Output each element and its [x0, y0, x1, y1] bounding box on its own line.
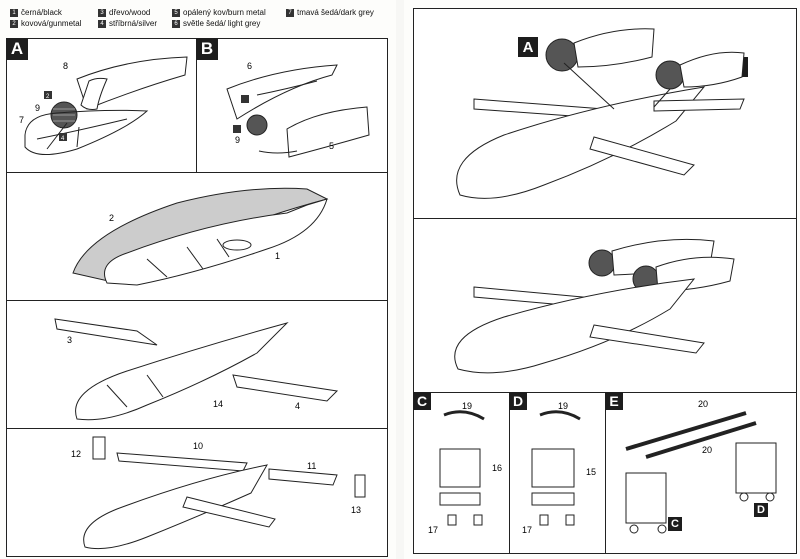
step-c-label: C — [413, 392, 431, 410]
callout-5: 5 — [329, 141, 334, 151]
svg-text:4: 4 — [61, 136, 65, 142]
callout-14: 14 — [213, 399, 223, 409]
step-b-drawing: 6 9 5 — [226, 61, 370, 158]
final-assembly-drawing — [456, 28, 745, 199]
callout-19: 19 — [462, 401, 472, 411]
callout-19b: 19 — [558, 401, 568, 411]
right-page: A B C — [404, 0, 800, 559]
completed-model-panel — [413, 218, 797, 394]
final-assembly-panel: A B — [413, 8, 797, 220]
step-e-panel: E C D 20 20 — [605, 392, 797, 554]
callout-17: 17 — [428, 525, 438, 535]
step-e-label: E — [605, 392, 623, 410]
step-wings-panel: 3 14 4 — [6, 300, 388, 430]
trolley-c-label: C — [668, 517, 682, 531]
wings-drawing: 3 14 4 — [54, 318, 339, 421]
svg-text:2: 2 — [46, 94, 50, 100]
callout-10: 10 — [193, 441, 203, 451]
callout-12: 12 — [71, 449, 81, 459]
trolley-d-label: D — [754, 503, 768, 517]
step-tail-panel: 12 10 11 13 — [6, 428, 388, 557]
tail-drawing: 12 10 11 13 — [71, 436, 366, 550]
callout-4: 4 — [295, 401, 300, 411]
callout-2: 2 — [109, 213, 114, 223]
callout-3: 3 — [67, 335, 72, 345]
fuselage-drawing: 2 1 — [72, 187, 329, 286]
step-d-label: D — [509, 392, 527, 410]
step-e-drawing: 20 20 — [625, 399, 777, 534]
step-b-panel: B 6 9 5 — [196, 38, 388, 174]
callout-15: 15 — [586, 467, 596, 477]
step-d-drawing: 19 15 17 — [522, 401, 596, 535]
engine-a-label: A — [518, 37, 538, 57]
callout-9b: 9 — [235, 135, 240, 145]
callout-13: 13 — [351, 505, 361, 515]
step-b-label: B — [196, 38, 218, 60]
callout-20b: 20 — [702, 445, 712, 455]
callout-11: 11 — [307, 461, 316, 471]
step-fuselage-panel: 2 1 — [6, 172, 388, 302]
step-c-drawing: 19 16 17 — [428, 401, 502, 535]
callout-6: 6 — [247, 61, 252, 71]
callout-16: 16 — [492, 463, 502, 473]
step-a-panel: A 8 9 7 2 4 — [6, 38, 198, 174]
callout-17b: 17 — [522, 525, 532, 535]
callout-20: 20 — [698, 399, 708, 409]
step-d-panel: D 19 15 17 — [509, 392, 607, 554]
callout-9: 9 — [35, 103, 40, 113]
completed-model-drawing — [454, 238, 735, 374]
callout-7: 7 — [19, 115, 24, 125]
callout-1: 1 — [275, 251, 280, 261]
step-c-panel: C 19 16 17 — [413, 392, 511, 554]
step-a-label: A — [6, 38, 28, 60]
callout-8: 8 — [63, 61, 68, 71]
step-a-drawing: 8 9 7 2 4 — [19, 56, 188, 155]
